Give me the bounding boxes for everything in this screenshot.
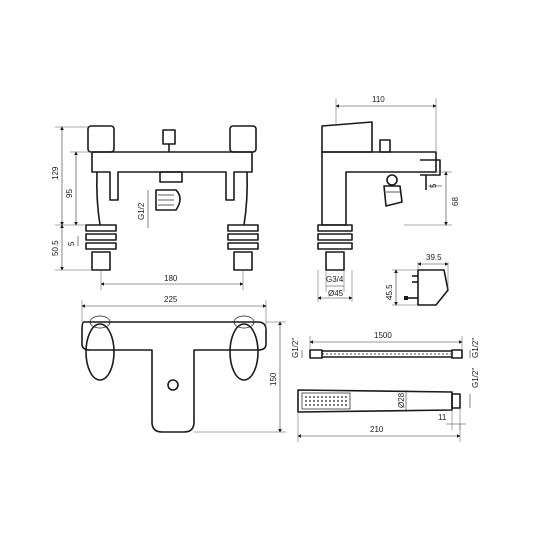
hose: 1500 G1/2" G1/2": [291, 331, 480, 359]
dim-side-height: 68: [451, 197, 460, 206]
dim-handset-diameter: Ø28: [397, 392, 406, 408]
dim-hose-thread-right: G1/2": [471, 338, 480, 358]
dim-top-width: 225: [164, 295, 178, 304]
dim-side-offset: 5: [429, 183, 438, 188]
dim-bracket-depth: 39.5: [426, 253, 442, 262]
dim-front-gap: 5: [67, 241, 76, 246]
dim-hose-length: 1500: [374, 331, 392, 340]
dim-bracket-height: 45.5: [385, 284, 394, 300]
dim-handset-thread: G1/2": [471, 368, 480, 388]
dim-front-offset: 95: [65, 189, 74, 198]
dim-front-height: 129: [51, 166, 60, 180]
top-view: 225 150: [81, 295, 286, 433]
dim-side-projection: 110: [372, 95, 385, 104]
dim-hose-thread-left: G1/2": [291, 338, 300, 358]
dim-top-depth: 150: [269, 372, 278, 386]
dim-side-diameter: Ø45: [328, 289, 344, 298]
handset: Ø28 G1/2" 11 210: [297, 368, 480, 442]
dim-handset-length: 210: [370, 425, 384, 434]
front-view: 129 95 50.5 5 G1/2 180: [51, 125, 259, 290]
dim-front-centres: 180: [164, 274, 178, 283]
dim-side-thread: G3/4: [326, 275, 344, 284]
dim-handset-end: 11: [438, 413, 447, 422]
side-view: 110 5 68 G3/4 Ø45: [317, 95, 460, 302]
dim-front-shank: 50.5: [51, 240, 60, 256]
bracket-detail: 39.5 45.5: [385, 253, 449, 306]
dim-front-thread: G1/2: [137, 202, 146, 220]
